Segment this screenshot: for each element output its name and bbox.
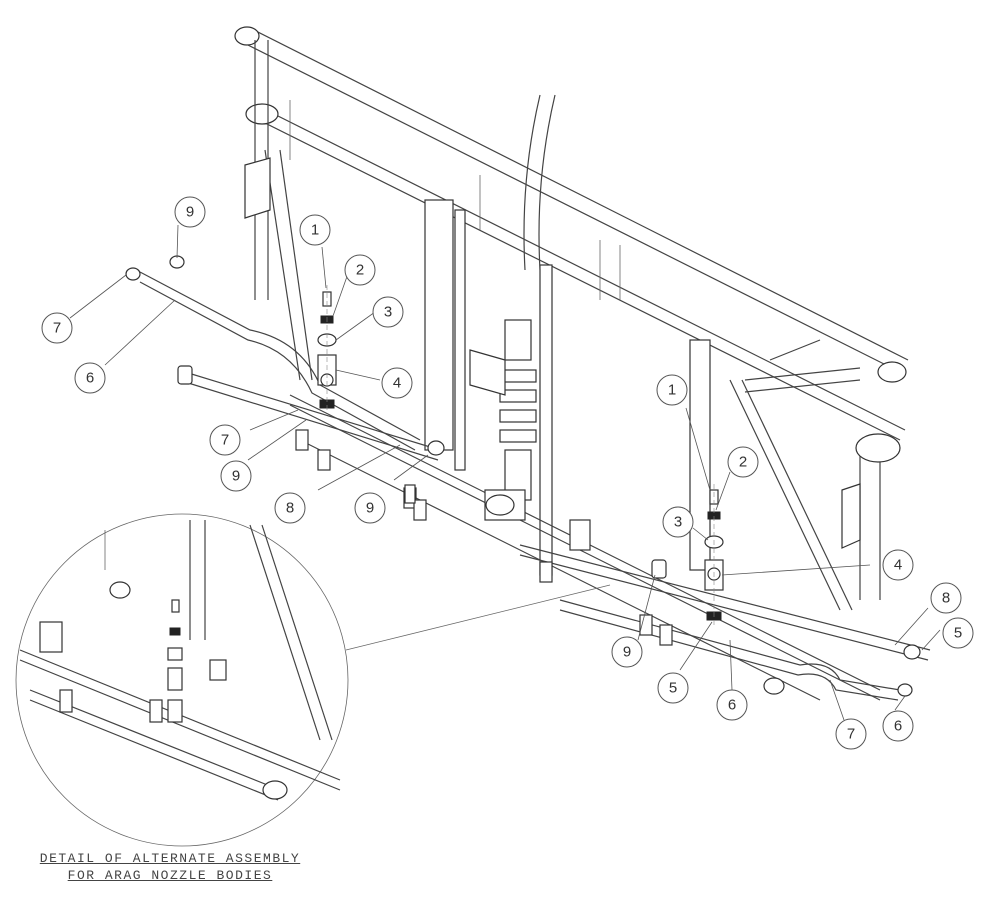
balloon-label: 3 [674, 514, 682, 531]
balloon-5-right: 5 [657, 672, 689, 704]
left-boom-pipe [125, 255, 445, 521]
detail-caption-line-2: FOR ARAG NOZZLE BODIES [67, 868, 273, 883]
balloon-label: 9 [186, 204, 194, 221]
balloon-6-left: 6 [74, 362, 106, 394]
balloon-label: 2 [356, 262, 364, 279]
balloon-label: 5 [954, 625, 962, 642]
balloon-label: 9 [623, 644, 631, 661]
detail-caption-line-1: DETAIL OF ALTERNATE ASSEMBLY [39, 851, 301, 866]
balloon-6-right: 6 [716, 689, 748, 721]
balloon-8-right: 8 [930, 582, 962, 614]
balloon-label: 6 [86, 370, 94, 387]
balloon-2-left: 2 [344, 254, 376, 286]
balloon-4-right: 4 [882, 549, 914, 581]
balloon-label: 8 [942, 590, 950, 607]
right-boom-pipe [404, 484, 931, 701]
balloon-9-far-right: 5 [942, 617, 974, 649]
balloon-label: 2 [739, 454, 747, 471]
detail-view [15, 513, 611, 847]
balloon-label: 1 [311, 222, 319, 239]
balloon-label: 7 [53, 320, 61, 337]
balloon-label: 9 [366, 500, 374, 517]
balloon-label: 8 [286, 500, 294, 517]
balloon-3-right: 3 [662, 506, 694, 538]
balloon-label: 6 [728, 697, 736, 714]
balloon-label: 4 [393, 375, 401, 392]
balloon-1-left: 1 [299, 214, 331, 246]
balloon-label: 1 [668, 382, 676, 399]
balloon-label: 7 [221, 432, 229, 449]
balloon-7-left: 7 [41, 312, 73, 344]
balloon-label: 6 [894, 718, 902, 735]
balloon-9-center-left: 9 [220, 460, 252, 492]
center-valve-stack [469, 319, 537, 521]
balloon-4-left: 4 [381, 367, 413, 399]
balloon-9-center: 9 [354, 492, 386, 524]
balloon-label: 9 [232, 468, 240, 485]
balloon-label: 5 [669, 680, 677, 697]
balloon-9-lower-right: 9 [611, 636, 643, 668]
balloon-8-left: 8 [274, 492, 306, 524]
balloon-1-right: 1 [656, 374, 688, 406]
balloon-label: 7 [847, 726, 855, 743]
balloon-6-far-right: 6 [882, 710, 914, 742]
leader-lines [69, 224, 941, 721]
detail-caption: DETAIL OF ALTERNATE ASSEMBLY FOR ARAG NO… [0, 850, 340, 884]
balloon-7-right: 7 [835, 718, 867, 750]
balloon-label: 4 [894, 557, 902, 574]
balloon-2-right: 2 [727, 446, 759, 478]
balloon-7-center-left: 7 [209, 424, 241, 456]
balloon-label: 3 [384, 304, 392, 321]
balloon-3-left: 3 [372, 296, 404, 328]
left-nozzle-stack [317, 285, 337, 412]
balloon-9-top-left: 9 [174, 196, 206, 228]
